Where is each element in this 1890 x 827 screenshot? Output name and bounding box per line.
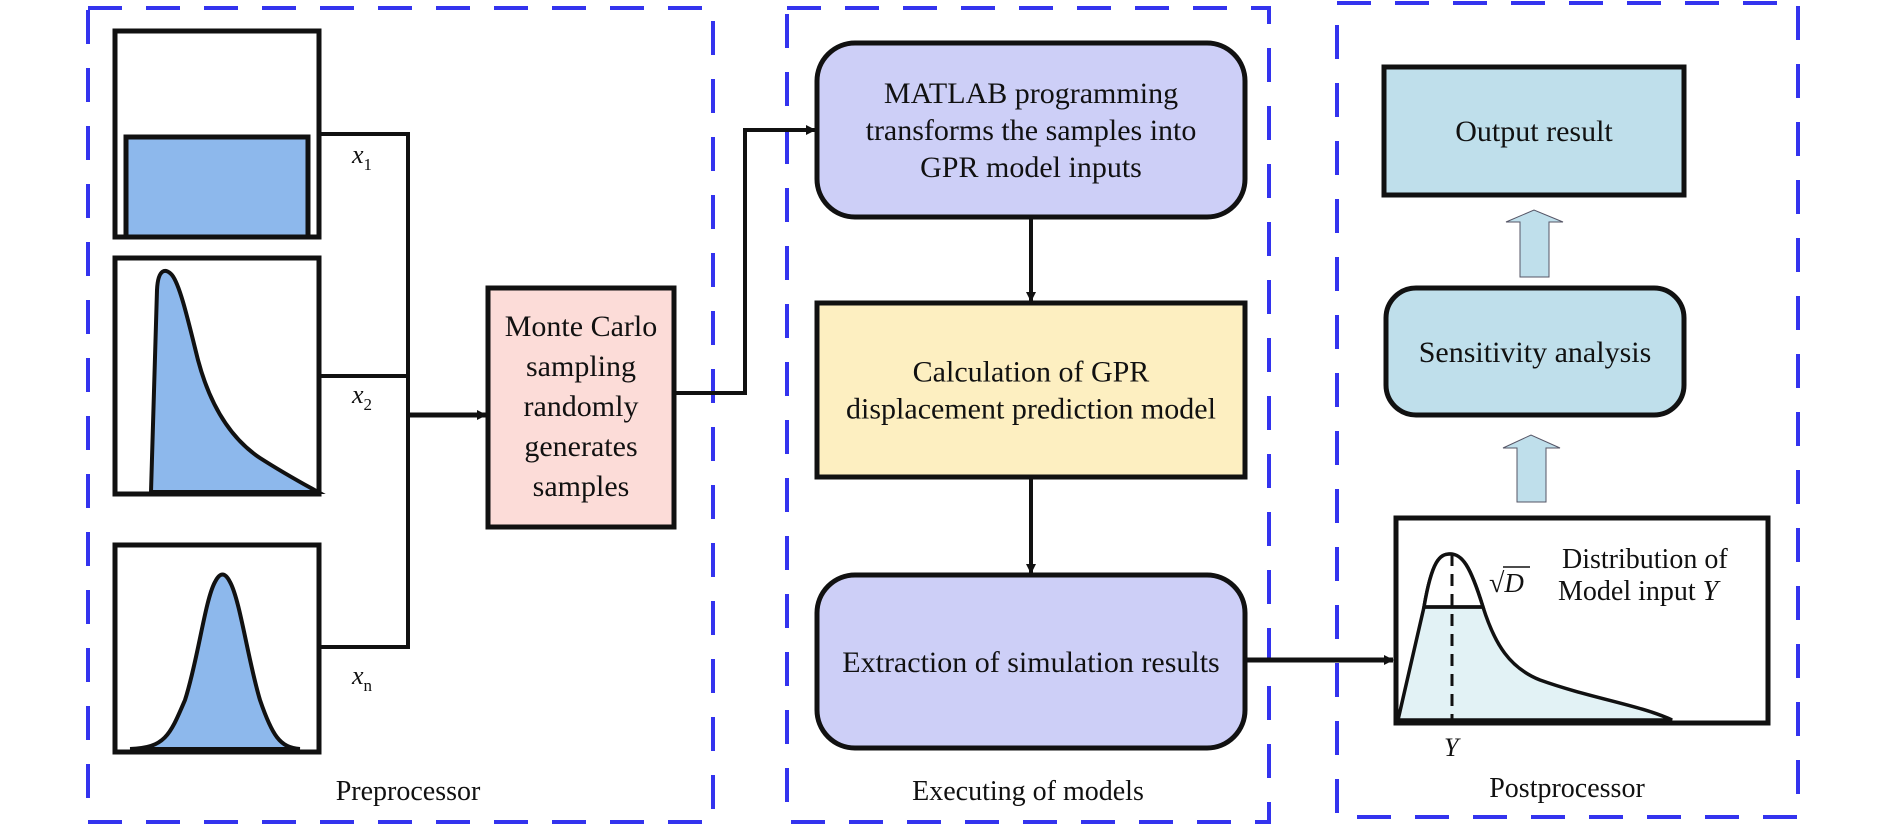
box-text-line: transforms the samples into [866,114,1197,147]
label-x2: x2 [351,380,372,414]
uniform-fill [123,134,311,240]
sqrt-d-label: √D [1489,568,1524,599]
input-distribution-uniform [112,28,322,240]
box-text-line: Calculation of GPR [913,356,1150,389]
executing-frame [785,6,1271,824]
box-text-line: randomly [524,390,639,423]
up-arrow-icon [1505,209,1564,278]
up-arrow-icon [1502,434,1561,503]
distribution-title-line1: Distribution of [1562,544,1728,575]
label-x1: x1 [351,140,372,174]
box-text-line: generates [524,430,637,463]
gpr-calculation-box [814,300,1248,480]
box-text-line: samples [533,470,630,503]
preprocessor-frame [86,6,715,824]
input-distribution-skewed [112,255,326,497]
preprocessor-label: Preprocessor [336,776,481,807]
matlab-transform-text: MATLAB programming transforms the samples… [866,77,1197,184]
extraction-text: Extraction of simulation results [842,646,1219,679]
sensitivity-analysis-text: Sensitivity analysis [1419,336,1652,369]
distribution-title-line2: Model input Y [1558,576,1722,607]
input-distribution-normal [112,542,322,755]
box-text-line: Extraction of simulation results [842,646,1219,679]
monte-carlo-text: Monte Carlo sampling randomly generates samp… [505,310,657,503]
output-distribution-panel: √D Distribution of Model input Y Y [1393,515,1771,762]
connector-x1 [319,132,410,649]
monte-carlo-box [485,285,677,530]
axis-y-label: Y [1444,733,1461,762]
box-text-line: MATLAB programming [884,77,1178,110]
sensitivity-analysis-box [1383,285,1687,418]
label-xn: xn [351,661,373,695]
box-text-line: sampling [526,350,636,383]
normal-curve [129,572,301,751]
box-text-line: displacement prediction model [846,393,1216,426]
output-result-text: Output result [1455,115,1613,148]
connector-mc-to-matlab [674,125,816,395]
box-text-line: Monte Carlo [505,310,657,343]
gpr-calculation-text: Calculation of GPR displacement predictio… [846,356,1216,426]
executing-label: Executing of models [912,776,1144,807]
output-result-box [1381,64,1687,198]
box-text-line: GPR model inputs [920,151,1142,184]
postprocessor-label: Postprocessor [1489,773,1645,804]
skewed-curve [148,268,326,494]
